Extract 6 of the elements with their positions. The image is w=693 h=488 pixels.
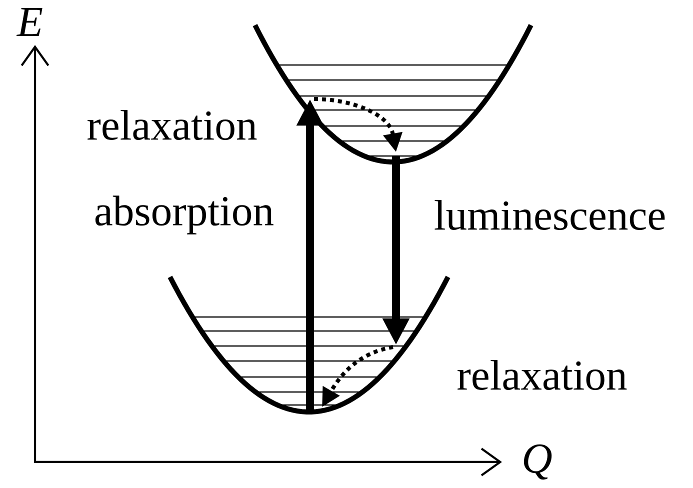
transition-label: absorption xyxy=(95,196,274,234)
transition-label: relaxation xyxy=(88,110,257,140)
axis-label: Q xyxy=(524,444,552,480)
transition-label: luminescence xyxy=(434,200,665,230)
transition-label: relaxation xyxy=(458,360,627,390)
axis-label: E xyxy=(16,8,42,36)
